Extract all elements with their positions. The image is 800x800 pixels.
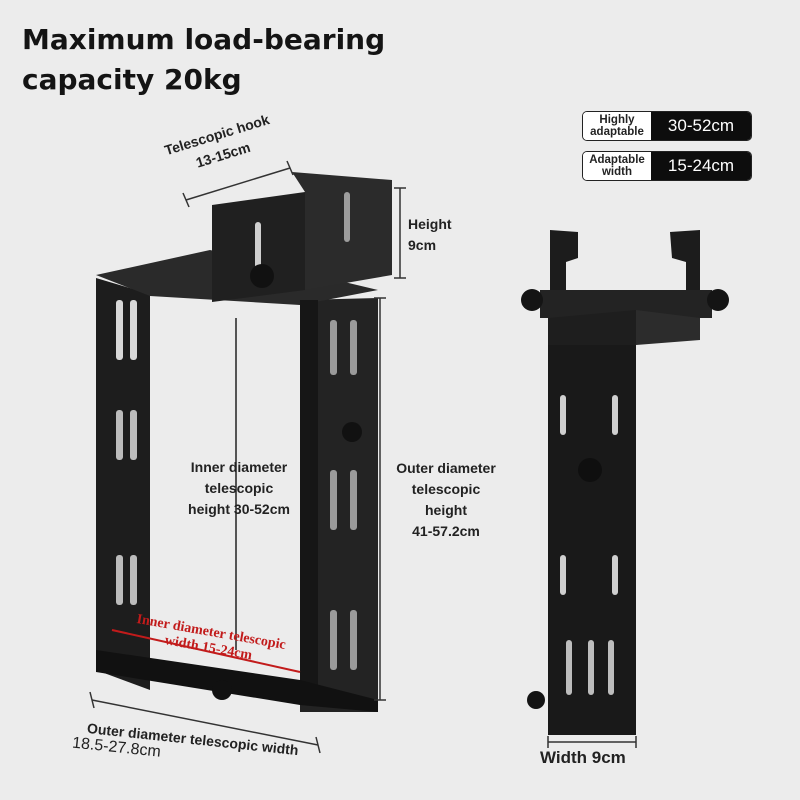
spec-badge-label: Adaptable width — [583, 152, 651, 180]
inner-height-label: Inner diameter telescopic height 30-52cm — [188, 459, 290, 517]
spec-badge-value: 30-52cm — [651, 112, 751, 140]
headline: Maximum load-bearing capacity 20kg — [22, 20, 402, 100]
side-width-dimension — [547, 736, 637, 748]
outer-height-label: Outer diameter telescopic height 41-57.2… — [396, 460, 496, 539]
front-bracket-image — [96, 172, 392, 712]
side-bracket-image — [521, 230, 729, 735]
spec-badge-label: Highly adaptable — [583, 112, 651, 140]
side-width-label: Width 9cm — [540, 748, 626, 767]
spec-badge-value: 15-24cm — [651, 152, 751, 180]
dimension-lines — [89, 160, 406, 754]
spec-badge-width: Adaptable width 15-24cm — [582, 151, 752, 181]
height-label: Height 9cm — [408, 216, 452, 253]
inner-width-line — [111, 629, 301, 673]
headline-line-2: capacity 20kg — [22, 63, 242, 96]
headline-line-1: Maximum load-bearing — [22, 23, 386, 56]
spec-badge-height: Highly adaptable 30-52cm — [582, 111, 752, 141]
